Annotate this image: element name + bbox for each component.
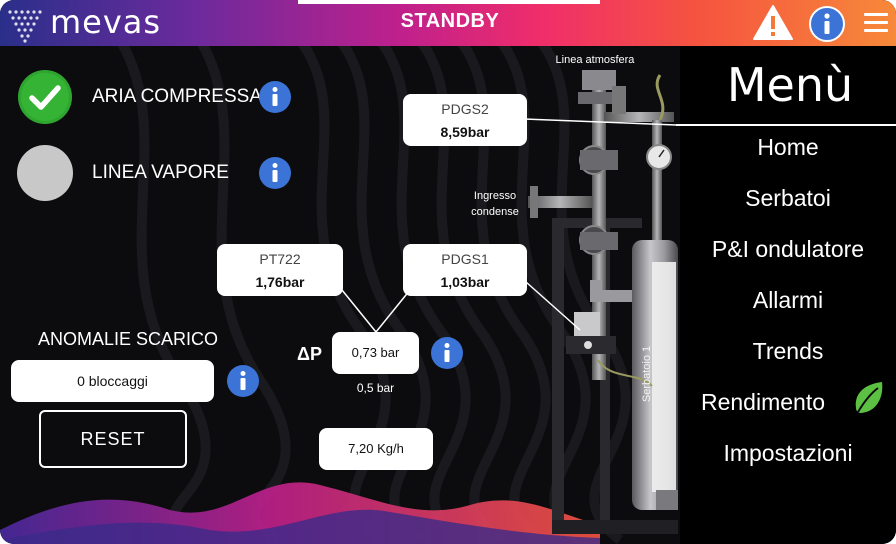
aria-compressa-info-icon[interactable] [258,80,292,114]
linea-atmosfera-label: Linea atmosfera [555,54,635,66]
serbatoio-label: Serbatoio 1 [641,345,653,403]
menu-item-impostazioni[interactable]: Impostazioni [723,440,853,466]
reset-button[interactable]: RESET [39,410,187,468]
ingresso-text: Ingresso [473,190,517,202]
pt722-reading: PT722 1,76bar [217,244,343,296]
mevas-logo-icon [8,10,42,43]
brand-name: mevas [50,3,162,41]
menu-divider [676,124,896,126]
top-strip [298,0,600,4]
pdgs2-reading: PDGS2 8,59bar [403,94,527,146]
hamburger-menu-icon[interactable] [864,13,888,33]
linea-vapore-info-icon[interactable] [258,156,292,190]
pdgs1-value: 1,03bar [440,274,490,290]
delta-p-symbol: ΔP [297,344,322,364]
aria-compressa-ok-icon [18,70,72,124]
pdgs2-name: PDGS2 [441,101,489,117]
machine-status: STANDBY [400,10,500,32]
ingresso-condense-label: Ingresso condense [462,188,528,220]
delta-p-value-box: 0,73 bar [332,332,419,374]
warning-icon[interactable] [752,4,794,42]
flow-rate-box: 7,20 Kg/h [319,428,433,470]
anomalie-value-box: 0 bloccaggi [11,360,214,402]
menu-item-rendimento[interactable]: Rendimento [700,389,826,415]
linea-vapore-status-indicator [17,145,73,201]
pdgs2-value: 8,59bar [440,124,490,140]
anomalie-info-icon[interactable] [226,364,260,398]
pdgs1-reading: PDGS1 1,03bar [403,244,527,296]
pt722-name: PT722 [259,251,301,267]
linea-vapore-label: LINEA VAPORE [92,162,229,183]
anomalie-scarico-title: ANOMALIE SCARICO [38,329,219,349]
menu-item-serbatoi[interactable]: Serbatoi [745,185,831,211]
menu-item-pi-ondulatore[interactable]: P&I ondulatore [711,236,865,262]
pdgs1-name: PDGS1 [441,251,489,267]
leaf-icon [855,382,883,413]
menu-item-trends[interactable]: Trends [752,338,824,364]
menu-item-home[interactable]: Home [757,134,819,160]
menu-title: Menù [726,58,854,112]
condense-text: condense [471,206,519,218]
pt722-value: 1,76bar [255,274,305,290]
aria-compressa-label: ARIA COMPRESSA [92,86,262,107]
delta-p-info-icon[interactable] [430,336,464,370]
delta-p-setpoint: 0,5 bar [356,381,395,395]
info-icon[interactable] [808,5,846,43]
top-bar: mevas STANDBY [0,0,896,46]
menu-item-allarmi[interactable]: Allarmi [752,287,824,313]
side-menu [680,46,896,544]
